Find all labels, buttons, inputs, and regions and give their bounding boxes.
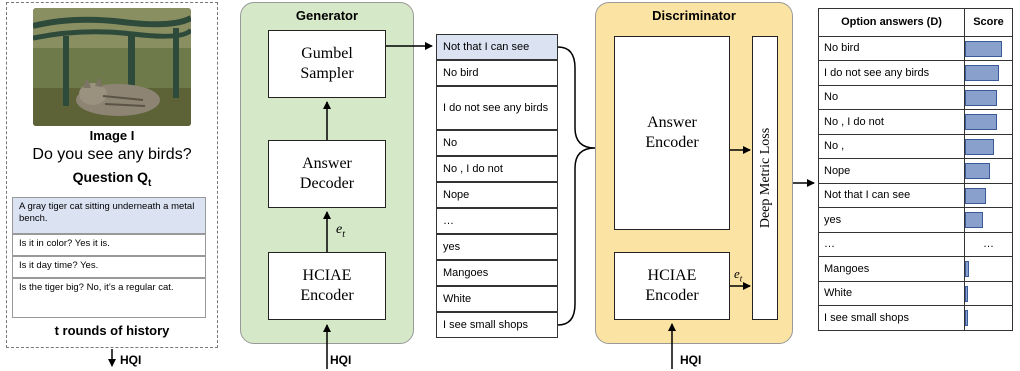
score-cell: …: [964, 231, 1013, 257]
candidate-answer: I see small shops: [436, 312, 558, 338]
score-bar: [965, 310, 968, 326]
hqi-label: HQI: [120, 353, 142, 367]
score-bar: [965, 89, 997, 106]
history-row: Is it in color? Yes it is.: [12, 234, 206, 256]
table-row: No ,: [818, 133, 1013, 159]
candidate-answer: I do not see any birds: [436, 86, 558, 130]
cat-on-bench-image: [33, 8, 191, 126]
et-embedding-label: et: [336, 222, 345, 240]
score-bar: [965, 261, 969, 277]
option-answer-cell: No , I do not: [818, 109, 965, 135]
candidate-answer: No bird: [436, 60, 558, 86]
option-answer-cell: Nope: [818, 158, 965, 184]
candidate-answer: Mangoes: [436, 260, 558, 286]
score-bar: [965, 65, 999, 81]
table-row: I see small shops: [818, 305, 1013, 331]
option-answer-cell: No bird: [818, 35, 965, 61]
score-cell: [964, 84, 1013, 110]
candidate-answer: White: [436, 286, 558, 312]
question-label: Question Qt: [72, 169, 152, 189]
option-answer-cell: White: [818, 280, 965, 306]
option-answer-cell: No: [818, 84, 965, 110]
table-row: ……: [818, 231, 1013, 257]
table-row: White: [818, 280, 1013, 306]
score-cell: [964, 305, 1013, 331]
table-row: No bird: [818, 35, 1013, 61]
score-cell: [964, 182, 1013, 208]
option-answer-cell: Not that I can see: [818, 182, 965, 208]
history-caption: t rounds of history: [54, 323, 170, 338]
score-bar: [965, 212, 983, 228]
et-embedding-label: et: [734, 266, 743, 284]
deep-metric-loss-block: [752, 36, 778, 320]
score-cell: [964, 133, 1013, 159]
option-answer-cell: No ,: [818, 133, 965, 159]
candidate-brace: [557, 46, 596, 326]
option-answers-header: Option answers (D): [818, 8, 965, 37]
history-row: Is it day time? Yes.: [12, 256, 206, 278]
generator-title: Generator: [295, 8, 359, 23]
hqi-label: HQI: [680, 353, 702, 367]
score-cell: [964, 207, 1013, 233]
image-label: Image I: [89, 128, 135, 143]
history-row: Is the tiger big? No, it’s a regular cat…: [12, 278, 206, 318]
score-cell: [964, 256, 1013, 282]
candidate-answer: Not that I can see: [436, 34, 558, 60]
candidate-answer: Nope: [436, 182, 558, 208]
score-cell: [964, 109, 1013, 135]
dialog-context-panel: [6, 2, 218, 348]
history-caption-row: A gray tiger cat sitting underneath a me…: [12, 197, 206, 234]
table-row: No , I do not: [818, 109, 1013, 135]
candidate-answer: No , I do not: [436, 156, 558, 182]
candidate-answer: …: [436, 208, 558, 234]
option-answer-cell: I see small shops: [818, 305, 965, 331]
candidate-answer: No: [436, 130, 558, 156]
option-answer-cell: …: [818, 231, 965, 257]
score-header: Score: [964, 8, 1013, 37]
score-bar: [965, 138, 994, 155]
score-bar: [965, 187, 986, 204]
table-row: Nope: [818, 158, 1013, 184]
score-cell: [964, 60, 1013, 86]
table-row: Mangoes: [818, 256, 1013, 282]
option-answer-cell: yes: [818, 207, 965, 233]
score-cell: [964, 35, 1013, 61]
score-cell: [964, 158, 1013, 184]
score-cell: [964, 280, 1013, 306]
hqi-label: HQI: [330, 353, 352, 367]
table-row: No: [818, 84, 1013, 110]
score-bar: [965, 285, 968, 302]
score-bar: [965, 114, 997, 130]
discriminator-title: Discriminator: [652, 8, 736, 23]
score-bar: [965, 163, 990, 179]
option-answer-cell: Mangoes: [818, 256, 965, 282]
table-header-row: Option answers (D) Score: [818, 8, 1013, 37]
table-row: yes: [818, 207, 1013, 233]
table-row: Not that I can see: [818, 182, 1013, 208]
candidate-answer: yes: [436, 234, 558, 260]
question-text: Do you see any birds?: [32, 146, 192, 163]
option-answer-cell: I do not see any birds: [818, 60, 965, 86]
table-row: I do not see any birds: [818, 60, 1013, 86]
score-bar: [965, 40, 1002, 57]
